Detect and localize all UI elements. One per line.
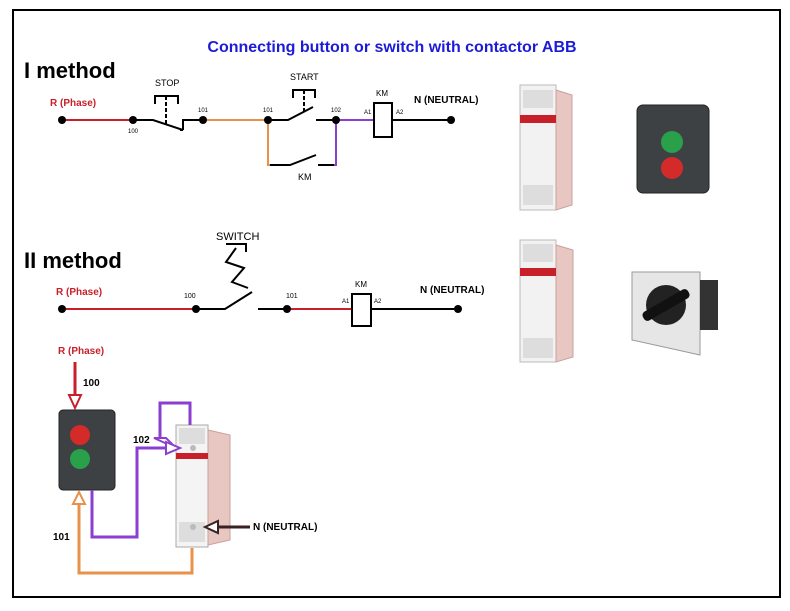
stop-label: STOP <box>155 78 179 88</box>
push-button-box <box>58 409 116 491</box>
switch-contact <box>196 291 253 310</box>
arrowhead <box>202 519 219 535</box>
frame-border <box>12 9 781 598</box>
terminal-dots <box>58 305 462 313</box>
km-coil-label: KM <box>355 280 367 289</box>
rotary-switch-image <box>631 271 718 356</box>
km-coil-label: KM <box>376 89 388 98</box>
method-2-schematic: II method R (Phase) SWITCH KM A1 A2 N (N… <box>24 231 484 327</box>
a2-label: A2 <box>374 299 382 305</box>
km-contact-label: KM <box>298 172 312 182</box>
switch-actuator <box>224 247 249 289</box>
neutral-label: N (NEUTRAL) <box>414 95 478 106</box>
wire-102 <box>90 446 168 539</box>
km-hold-contact <box>270 154 317 166</box>
stop-contact-end <box>182 119 203 130</box>
wire-label-101: 101 <box>53 532 70 543</box>
method-2-heading: II method <box>24 248 122 273</box>
phase-label: R (Phase) <box>56 287 102 298</box>
wire-label-101: 101 <box>198 108 209 114</box>
arrowhead <box>165 440 183 456</box>
terminal-dots <box>58 116 455 124</box>
method-1-heading: I method <box>24 58 116 83</box>
wire-label-101: 101 <box>286 293 298 300</box>
method-1-schematic: I method R (Phase) STOP START KM KM A1 A… <box>24 58 478 182</box>
stop-contact <box>133 119 184 131</box>
wire-102-branch <box>334 120 337 166</box>
phase-label: R (Phase) <box>50 98 96 109</box>
start-label: START <box>290 72 319 82</box>
wire-label-100: 100 <box>128 129 139 135</box>
wire-102-loop <box>158 401 192 440</box>
start-contact <box>268 106 314 121</box>
switch-handle <box>226 243 247 252</box>
neutral-label: N (NEUTRAL) <box>420 285 484 296</box>
wire-101-branch <box>267 120 286 166</box>
wire-label-101: 101 <box>263 108 274 114</box>
wiring-illustration: R (Phase) 100 102 101 N (NEUTRAL) <box>53 346 317 575</box>
a2-label: A2 <box>396 110 404 116</box>
wire-label-102: 102 <box>133 435 150 446</box>
wire-label-100: 100 <box>184 293 196 300</box>
phase-label: R (Phase) <box>58 346 104 357</box>
wire-label-102: 102 <box>331 108 342 114</box>
a1-label: A1 <box>364 110 372 116</box>
contactor-image-1 <box>519 84 573 211</box>
wire-101 <box>77 503 194 575</box>
contactor <box>175 424 231 548</box>
phase-arrowhead <box>67 394 83 411</box>
switch-label: SWITCH <box>216 231 259 243</box>
push-button-box-image <box>636 104 710 194</box>
km-coil <box>373 102 393 138</box>
diagram-title: Connecting button or switch with contact… <box>207 39 576 56</box>
a1-label: A1 <box>342 299 350 305</box>
contactor-image-2 <box>519 239 574 363</box>
wire-label-100: 100 <box>83 378 100 389</box>
km-coil <box>351 293 372 327</box>
arrowhead <box>71 489 87 505</box>
neutral-label: N (NEUTRAL) <box>253 522 317 533</box>
